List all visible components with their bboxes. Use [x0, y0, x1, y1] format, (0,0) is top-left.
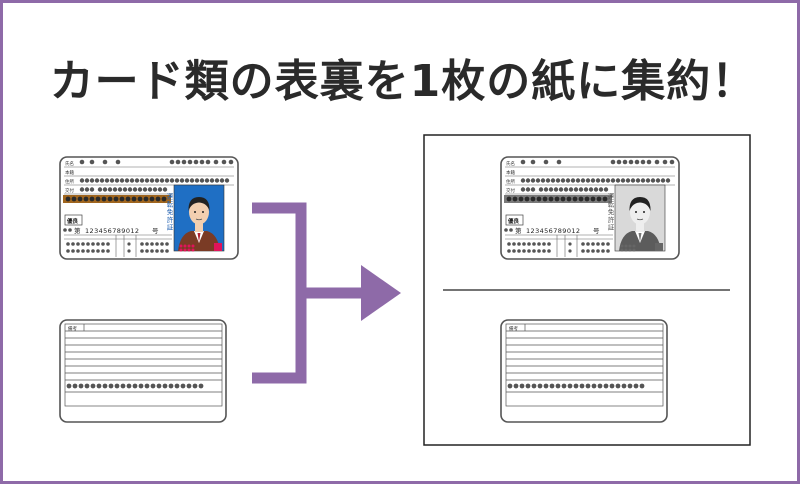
- field-label-issue: 交付: [65, 187, 74, 194]
- back-card-original: 備考: [59, 319, 227, 423]
- copy-number-prefix: 第: [515, 226, 522, 235]
- copy-number-suffix: 号: [593, 227, 600, 235]
- copy-status-label: 優良: [507, 217, 520, 225]
- number-suffix: 号: [152, 227, 159, 235]
- field-label-address: 住所: [65, 178, 74, 185]
- copy-back-field-label: 備考: [509, 325, 518, 332]
- field-label-name: 氏名: [65, 160, 74, 167]
- front-card-copy: 氏名 本籍 住所 交付 優良 第 123456789012 号 運転免許証: [500, 156, 680, 260]
- copy-side-label: 運転免許証: [606, 192, 614, 232]
- headline: カード類の表裏を1枚の紙に集約！: [49, 56, 757, 107]
- arrow-head: [361, 265, 401, 321]
- copy-field-label-name: 氏名: [506, 160, 515, 167]
- side-label: 運転免許証: [165, 192, 173, 232]
- front-card-original: 氏名 本籍 住所 交付 優良 第 123456789012 号 運転免許証: [59, 156, 239, 260]
- status-label: 優良: [66, 217, 79, 225]
- license-number: 123456789012: [85, 227, 139, 235]
- copy-field-label-domicile: 本籍: [506, 169, 515, 176]
- merge-bracket: [252, 202, 307, 384]
- copy-license-number: 123456789012: [526, 227, 580, 235]
- number-prefix: 第: [74, 226, 81, 235]
- diagram-svg: 氏名 本籍 住所 交付 優良 第 123456789012 号 運転免許証 備考: [59, 134, 751, 446]
- copy-field-label-issue: 交付: [506, 187, 515, 194]
- copy-field-label-address: 住所: [506, 178, 515, 185]
- back-field-label: 備考: [68, 325, 77, 332]
- back-card-copy: 備考: [500, 319, 668, 423]
- field-label-domicile: 本籍: [65, 169, 74, 176]
